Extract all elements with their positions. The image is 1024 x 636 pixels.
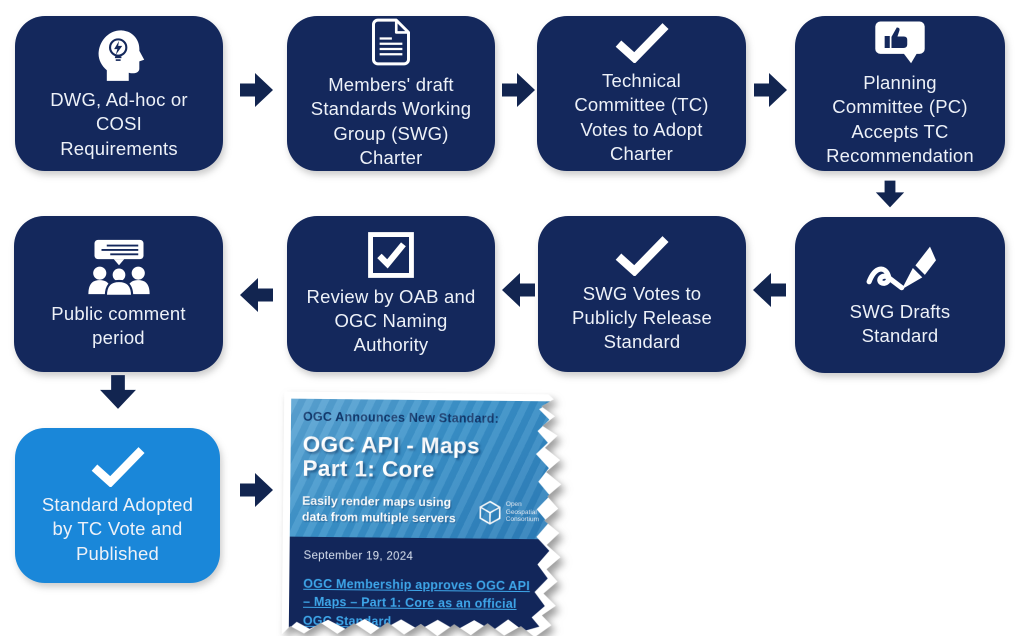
flow-box-pc-accepts-recommendation: Planning Committee (PC) Accepts TC Recom… (795, 16, 1005, 171)
checkmark-icon (615, 23, 669, 64)
audience-comment-icon (87, 239, 150, 296)
checkmark-icon (91, 447, 145, 488)
checkbox-icon (368, 232, 414, 278)
checkmark-icon (615, 236, 669, 276)
announcement-title: OGC API - Maps Part 1: Core (302, 431, 481, 483)
arrow-right-icon (240, 73, 273, 107)
flow-box-label: DWG, Ad-hoc or COSI Requirements (50, 89, 188, 159)
flow-box-label: Standard Adopted by TC Vote and Publishe… (41, 494, 194, 564)
ogc-logo: Open Geospatial Consortium (478, 499, 540, 528)
flow-box-label: Technical Committee (TC) Votes to Adopt … (574, 70, 709, 164)
arrow-left-icon (753, 273, 786, 307)
flow-box-public-comment: Public comment period (14, 216, 223, 372)
ogc-logo-text: Open Geospatial Consortium (505, 501, 539, 524)
arrow-down-icon (875, 180, 905, 208)
arrow-left-icon (240, 278, 273, 312)
flow-box-swg-drafts-standard: SWG Drafts Standard (795, 217, 1005, 373)
flow-box-label: SWG Votes to Publicly Release Standard (572, 282, 712, 353)
document-icon (372, 19, 410, 66)
arrow-right-icon (240, 473, 273, 507)
announcement-kicker: OGC Announces New Standard: (302, 409, 500, 426)
flow-box-tc-votes-adopt-charter: Technical Committee (TC) Votes to Adopt … (537, 16, 746, 171)
announcement-subtitle: Easily render maps using data from multi… (301, 493, 456, 525)
flow-box-label: Members' draft Standards Working Group (… (310, 74, 472, 168)
flow-box-oab-review: Review by OAB and OGC Naming Authority (287, 216, 495, 372)
announcement-date: September 19, 2024 (303, 549, 414, 563)
announcement-link[interactable]: OGC Membership approves OGC API – Maps –… (302, 576, 530, 629)
arrow-left-icon (502, 273, 535, 307)
flow-box-label: Planning Committee (PC) Accepts TC Recom… (826, 72, 974, 166)
flow-box-swg-votes-release: SWG Votes to Publicly Release Standard (538, 216, 746, 372)
announcement-header: OGC Announces New Standard: OGC API - Ma… (290, 399, 552, 539)
head-idea-icon (98, 30, 145, 82)
flow-box-label: Public comment period (51, 302, 186, 348)
arrow-down-icon (100, 375, 136, 409)
flow-box-swg-charter: Members' draft Standards Working Group (… (287, 16, 495, 171)
flow-box-standard-adopted: Standard Adopted by TC Vote and Publishe… (15, 428, 220, 583)
flow-box-dwg-requirements: DWG, Ad-hoc or COSI Requirements (15, 16, 223, 171)
arrow-right-icon (502, 73, 535, 107)
pen-drafting-icon (866, 246, 936, 291)
announcement-image: OGC Announces New Standard: OGC API - Ma… (282, 392, 563, 636)
arrow-right-icon (754, 73, 787, 107)
flow-box-label: SWG Drafts Standard (849, 300, 951, 346)
thumbs-up-bubble-icon (875, 21, 925, 64)
ogc-cube-icon (478, 499, 502, 525)
torn-paper-edge: OGC Announces New Standard: OGC API - Ma… (282, 392, 563, 636)
announcement-footer: September 19, 2024 OGC Membership approv… (289, 536, 551, 636)
flow-box-label: Review by OAB and OGC Naming Authority (306, 285, 476, 356)
